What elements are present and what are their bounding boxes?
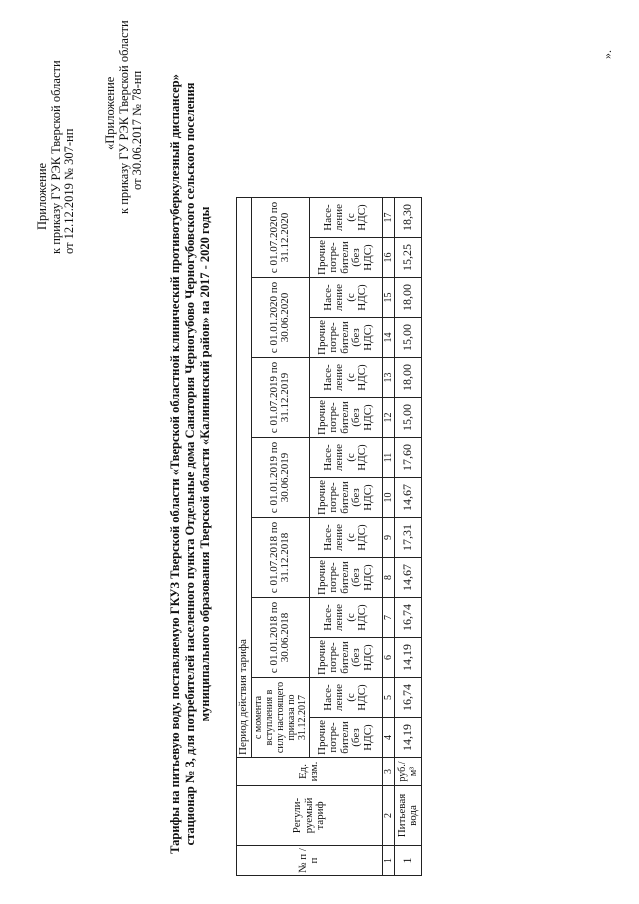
header-period: Период действия тарифа xyxy=(236,197,251,758)
tariff-value: 14,67 xyxy=(394,557,422,598)
tariff-value: 17,31 xyxy=(394,517,422,558)
period-header: с момента вступления в силу настоящего п… xyxy=(251,677,309,758)
appendix-line-3: от 12.12.2019 № 307-нп xyxy=(62,128,76,254)
row-num: 1 xyxy=(394,845,422,876)
subheader-population: Насе-ление (с НДС) xyxy=(309,357,382,398)
column-index: 4 xyxy=(382,717,395,758)
subheader-population: Насе-ление (с НДС) xyxy=(309,517,382,558)
subheader-population: Насе-ление (с НДС) xyxy=(309,597,382,638)
title-line-2: стационар № 3, для потребителей населенн… xyxy=(183,82,197,846)
tariff-value: 17,60 xyxy=(394,437,422,478)
subheader-other: Прочие потре-бители (без НДС) xyxy=(309,237,382,278)
title-line-3: муниципального образования Тверской обла… xyxy=(198,206,212,722)
tariff-value: 14,19 xyxy=(394,637,422,678)
subheader-population: Насе-ление (с НДС) xyxy=(309,677,382,718)
period-header: с 01.01.2018 по 30.06.2018 xyxy=(251,597,309,678)
document-title: Тарифы на питьевую воду, поставляемую ГК… xyxy=(168,64,213,864)
period-header: с 01.07.2019 по 31.12.2019 xyxy=(251,357,309,438)
column-index: 17 xyxy=(382,197,395,238)
title-line-1: Тарифы на питьевую воду, поставляемую ГК… xyxy=(168,74,182,854)
header-num: № п / п xyxy=(236,845,382,876)
period-header: с 01.01.2020 по 30.06.2020 xyxy=(251,277,309,358)
column-index: 2 xyxy=(382,785,395,846)
tariff-value: 18,30 xyxy=(394,197,422,238)
column-index: 10 xyxy=(382,477,395,518)
index-row: 1 2 3 4 5 6 7 8 9 10 11 12 13 14 15 16 1… xyxy=(382,197,395,876)
subheader-other: Прочие потре-бители (без НДС) xyxy=(309,637,382,678)
tariff-value: 14,19 xyxy=(394,717,422,758)
column-index: 13 xyxy=(382,357,395,398)
subheader-other: Прочие потре-бители (без НДС) xyxy=(309,477,382,518)
column-index: 11 xyxy=(382,437,395,478)
column-index: 7 xyxy=(382,597,395,638)
column-index: 3 xyxy=(382,757,395,786)
appendix-line-2: к приказу ГУ РЭК Тверской области xyxy=(48,60,63,254)
period-header: с 01.07.2020 по 31.12.2020 xyxy=(251,197,309,278)
subheader-population: Насе-ление (с НДС) xyxy=(309,197,382,238)
column-index: 8 xyxy=(382,557,395,598)
period-header: с 01.07.2018 по 31.12.2018 xyxy=(251,517,309,598)
column-index: 16 xyxy=(382,237,395,278)
tariff-value: 16,74 xyxy=(394,597,422,638)
header-unit: Ед. изм. xyxy=(236,757,382,786)
subheader-other: Прочие потре-бители (без НДС) xyxy=(309,317,382,358)
subheader-population: Насе-ление (с НДС) xyxy=(309,277,382,318)
column-index: 12 xyxy=(382,397,395,438)
column-index: 6 xyxy=(382,637,395,678)
prior-appendix-line-3: от 30.06.2017 № 78-нп xyxy=(130,70,144,190)
row-unit: руб./м³ xyxy=(394,757,422,786)
closing-quote: ». xyxy=(600,50,614,59)
tariff-value: 18,00 xyxy=(394,357,422,398)
period-header: с 01.01.2019 по 30.06.2019 xyxy=(251,437,309,518)
prior-appendix-block: «Приложение к приказу ГУ РЭК Тверской об… xyxy=(103,20,145,214)
appendix-line-1: Приложение xyxy=(35,162,49,230)
tariff-value: 16,74 xyxy=(394,677,422,718)
header-tariff: Регули-руемый тариф xyxy=(236,785,382,846)
tariff-value: 15,25 xyxy=(394,237,422,278)
column-index: 5 xyxy=(382,677,395,718)
tariff-value: 14,67 xyxy=(394,477,422,518)
prior-appendix-line-1: «Приложение xyxy=(103,76,117,150)
tariff-table: № п / п Регули-руемый тариф Ед. изм. Пер… xyxy=(236,197,422,876)
column-index: 9 xyxy=(382,517,395,558)
table-row: 1 Питьевая вода руб./м³ 14,19 16,74 14,1… xyxy=(394,197,422,876)
appendix-block: Приложение к приказу ГУ РЭК Тверской обл… xyxy=(35,60,77,254)
subheader-population: Насе-ление (с НДС) xyxy=(309,437,382,478)
header-row-1: № п / п Регули-руемый тариф Ед. изм. Пер… xyxy=(236,197,382,876)
subheader-other: Прочие потре-бители (без НДС) xyxy=(309,557,382,598)
row-tariff: Питьевая вода xyxy=(394,785,422,846)
tariff-value: 15,00 xyxy=(394,317,422,358)
tariff-value: 18,00 xyxy=(394,277,422,318)
column-index: 15 xyxy=(382,277,395,318)
column-index: 14 xyxy=(382,317,395,358)
subheader-other: Прочие потре-бители (без НДС) xyxy=(309,397,382,438)
subheader-other: Прочие потре-бители (без НДС) xyxy=(309,717,382,758)
column-index: 1 xyxy=(382,845,395,876)
tariff-value: 15,00 xyxy=(394,397,422,438)
prior-appendix-line-2: к приказу ГУ РЭК Тверской области xyxy=(116,20,131,214)
